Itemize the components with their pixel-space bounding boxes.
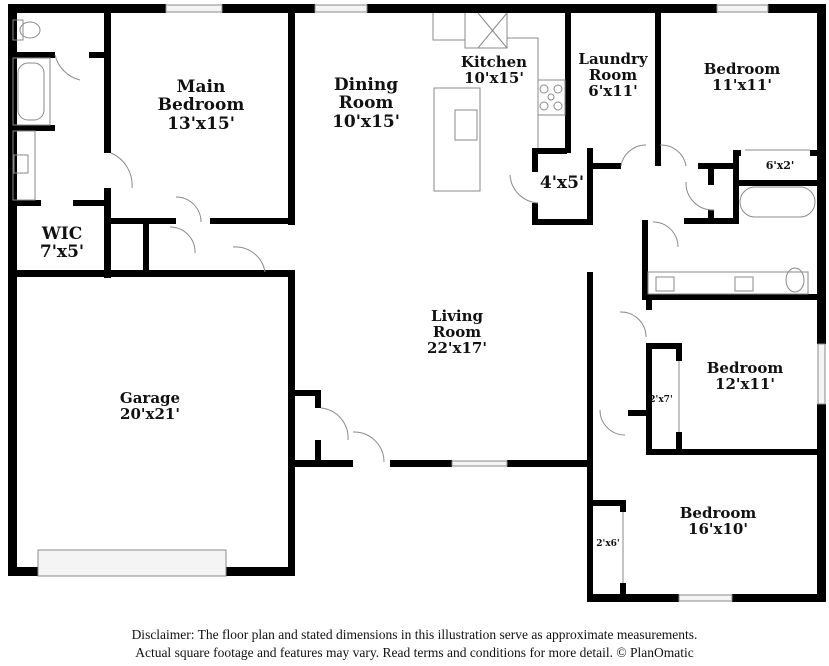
sink-icon xyxy=(655,276,754,292)
room-garage: Garage 20'x21' xyxy=(119,389,181,424)
floor-plan xyxy=(8,4,826,602)
room-name: Bedroom xyxy=(703,60,781,78)
room-bedroom-ne: Bedroom 11'x11' xyxy=(703,60,781,95)
room-name: Laundry xyxy=(578,50,648,68)
room-main-bedroom: Main Bedroom 13'x15' xyxy=(158,78,245,133)
room-kitchen: Kitchen 10'x15' xyxy=(460,53,528,88)
disclaimer-line-2: Actual square footage and features may v… xyxy=(135,644,694,660)
garage-door xyxy=(37,549,227,577)
room-dimensions: 12'x11' xyxy=(715,375,775,394)
room-bedroom-se: Bedroom 16'x10' xyxy=(679,504,757,539)
room-dimensions: 7'x5' xyxy=(39,242,85,263)
room-living-room: Living Room 22'x17' xyxy=(427,308,487,357)
room-name: Bedroom xyxy=(706,359,784,377)
island-sink-icon xyxy=(433,87,481,192)
room-pantry: 4'x5' xyxy=(539,173,585,193)
room-name: WIC xyxy=(41,224,83,244)
bathtub-icon xyxy=(12,57,51,126)
room-name: Bedroom xyxy=(679,504,757,522)
room-closet-ne: 6'x2' xyxy=(766,160,795,172)
room-name: Bedroom xyxy=(157,95,245,116)
disclaimer-line-1: Disclaimer: The floor plan and stated di… xyxy=(131,627,698,642)
range-icon xyxy=(537,79,566,116)
bathtub-icon xyxy=(739,186,816,218)
room-name: Main xyxy=(176,77,226,97)
room-name: Room xyxy=(338,93,394,114)
room-wic: WIC 7'x5' xyxy=(40,225,84,262)
room-name: Room xyxy=(588,66,638,85)
toilet-icon xyxy=(12,19,41,41)
room-name: Dining xyxy=(333,75,399,95)
room-name: Kitchen xyxy=(460,53,528,71)
room-closet-e: 2'x7' xyxy=(649,395,673,406)
room-dimensions: 6'x2' xyxy=(765,159,795,172)
disclaimer: Disclaimer: The floor plan and stated di… xyxy=(0,626,829,662)
room-dining-room: Dining Room 10'x15' xyxy=(332,76,400,131)
room-dimensions: 2'x7' xyxy=(649,395,673,405)
room-name: Room xyxy=(432,323,482,342)
fixtures xyxy=(12,12,816,583)
walls xyxy=(8,4,826,602)
room-name: Living xyxy=(430,307,484,325)
room-bedroom-e: Bedroom 12'x11' xyxy=(706,359,784,394)
room-dimensions: 22'x17' xyxy=(427,339,487,358)
room-dimensions: 4'x5' xyxy=(539,173,585,193)
windows xyxy=(37,4,826,602)
room-dimensions: 13'x15' xyxy=(167,113,235,134)
room-dimensions: 2'x6' xyxy=(596,539,620,549)
sink-icon xyxy=(12,130,36,201)
room-name: Garage xyxy=(119,389,181,407)
room-laundry-room: Laundry Room 6'x11' xyxy=(578,51,647,100)
room-dimensions: 16'x10' xyxy=(688,520,748,539)
room-dimensions: 6'x11' xyxy=(588,82,638,101)
room-dimensions: 20'x21' xyxy=(120,405,180,424)
room-dimensions: 10'x15' xyxy=(464,69,524,88)
room-dimensions: 11'x11' xyxy=(712,76,772,95)
room-dimensions: 10'x15' xyxy=(332,111,400,132)
room-closet-se: 2'x6' xyxy=(596,539,620,550)
toilet-icon xyxy=(785,267,805,293)
